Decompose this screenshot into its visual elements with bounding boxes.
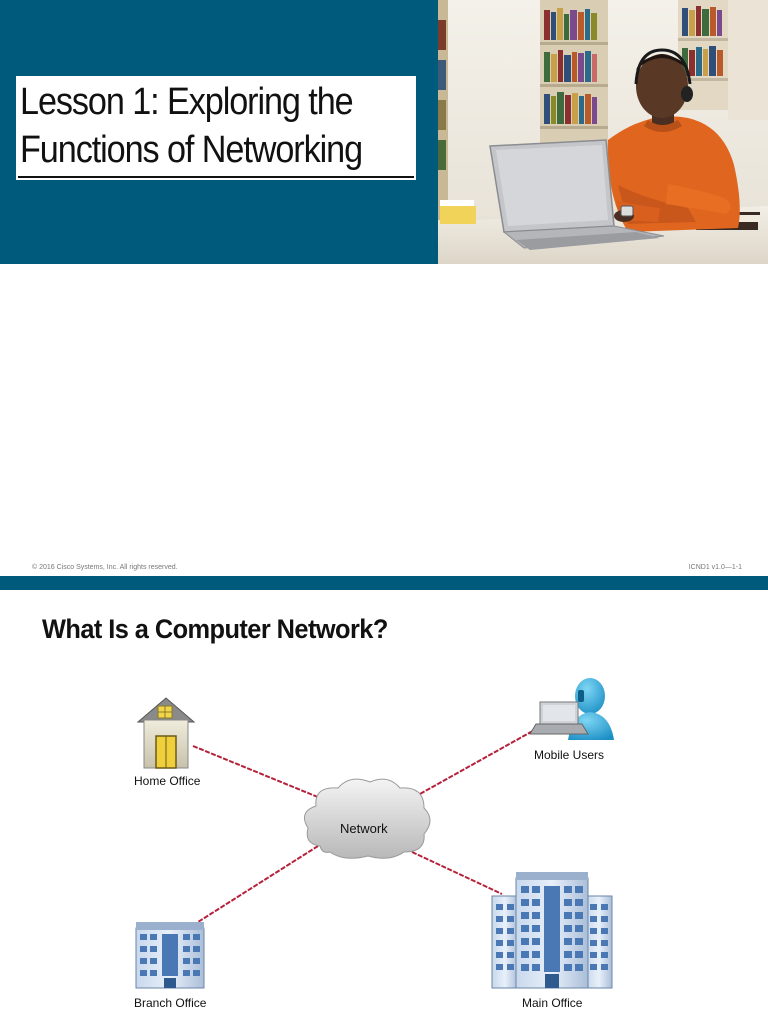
student-laptop-photo xyxy=(438,0,768,264)
network-cloud-icon xyxy=(303,778,431,859)
branch-office-label: Branch Office xyxy=(134,996,207,1010)
slide-divider-bar xyxy=(0,576,768,590)
network-links xyxy=(192,727,539,923)
home-office-label: Home Office xyxy=(134,774,201,788)
link-mobile-users xyxy=(401,727,539,805)
lesson-title-line-2: Functions of Networking xyxy=(20,129,363,171)
network-diagram xyxy=(135,678,614,989)
main-office-icon xyxy=(491,872,613,989)
link-branch-office xyxy=(197,845,319,923)
lesson-title-box: Lesson 1: Exploring the Functions of Net… xyxy=(16,76,416,180)
lesson-title-line-1: Lesson 1: Exploring the xyxy=(20,81,354,123)
mobile-users-label: Mobile Users xyxy=(534,748,605,762)
title-banner: Lesson 1: Exploring the Functions of Net… xyxy=(0,0,440,264)
slide-2-title: What Is a Computer Network? xyxy=(42,614,388,644)
main-office-label: Main Office xyxy=(522,996,583,1010)
title-underline xyxy=(18,176,414,178)
slide-1: Lesson 1: Exploring the Functions of Net… xyxy=(0,0,768,578)
link-home-office xyxy=(192,745,331,803)
branch-office-icon xyxy=(135,922,205,989)
slide-1-footer: © 2016 Cisco Systems, Inc. All rights re… xyxy=(0,558,768,578)
link-main-office xyxy=(411,851,503,895)
course-code: ICND1 v1.0—1-1 xyxy=(688,564,742,571)
lesson-title: Lesson 1: Exploring the Functions of Net… xyxy=(20,78,376,174)
slide-2: What Is a Computer Network? xyxy=(0,590,768,1024)
home-icon xyxy=(136,697,196,769)
network-label: Network xyxy=(340,821,388,836)
mobile-user-icon xyxy=(529,678,614,740)
copyright-notice: © 2016 Cisco Systems, Inc. All rights re… xyxy=(32,564,178,571)
